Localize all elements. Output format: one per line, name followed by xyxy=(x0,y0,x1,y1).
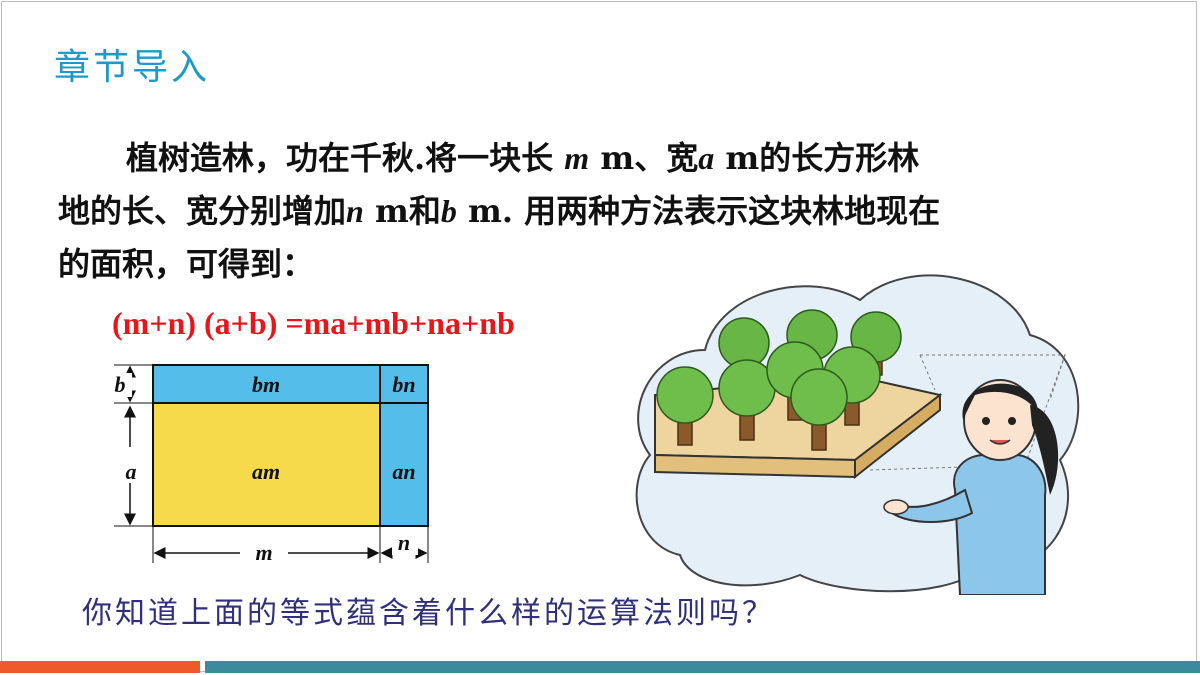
question-text: 你知道上面的等式蕴含着什么样的运算法则吗？ xyxy=(82,596,775,631)
formula: (m+n) (a+b) =ma+mb+na+nb xyxy=(112,305,515,341)
tree-icon xyxy=(790,368,848,451)
footer-bar-red xyxy=(0,661,200,673)
para-text-1: 植树造林，功在千秋.将一块长 xyxy=(126,139,554,177)
para-text-5: m和 xyxy=(374,192,441,230)
para-text-4: 地的长、宽分别增加 xyxy=(58,192,347,230)
label-bn: bn xyxy=(392,372,415,397)
para-text-7: 的面积，可得到： xyxy=(58,245,315,283)
para-text-6: m. 用两种方法表示这块林地现在 xyxy=(467,192,941,230)
girl-figure xyxy=(883,379,1059,595)
var-b: b xyxy=(440,193,457,229)
area-diagram: bm bn am an b a m n xyxy=(112,364,429,565)
label-bottom-m: m xyxy=(255,540,272,565)
label-bm: bm xyxy=(252,372,280,397)
label-an: an xyxy=(392,459,415,484)
intro-paragraph: 植树造林，功在千秋.将一块长 m m、宽a m的长方形林地的长、宽分别增加n m… xyxy=(58,132,1158,291)
rect-bm xyxy=(152,364,381,404)
rect-an xyxy=(379,402,429,527)
slide-title: 章节导入 xyxy=(54,47,211,88)
dashed-expansion xyxy=(869,354,1066,471)
rect-am xyxy=(152,402,381,527)
forest-illustration xyxy=(635,274,1080,595)
var-m: m xyxy=(564,140,590,176)
label-side-a: a xyxy=(126,459,137,484)
para-text-2: m、宽 xyxy=(600,139,699,177)
var-n: n xyxy=(346,193,364,229)
label-side-b: b xyxy=(115,372,126,397)
var-a: a xyxy=(698,140,715,176)
para-text-3: m的长方形林 xyxy=(725,139,920,177)
label-am: am xyxy=(252,459,280,484)
footer-bar-blue xyxy=(205,661,1200,673)
tree-icon xyxy=(718,359,776,441)
label-bottom-n: n xyxy=(398,530,410,555)
tree-icon xyxy=(656,366,714,446)
trees xyxy=(656,309,902,451)
